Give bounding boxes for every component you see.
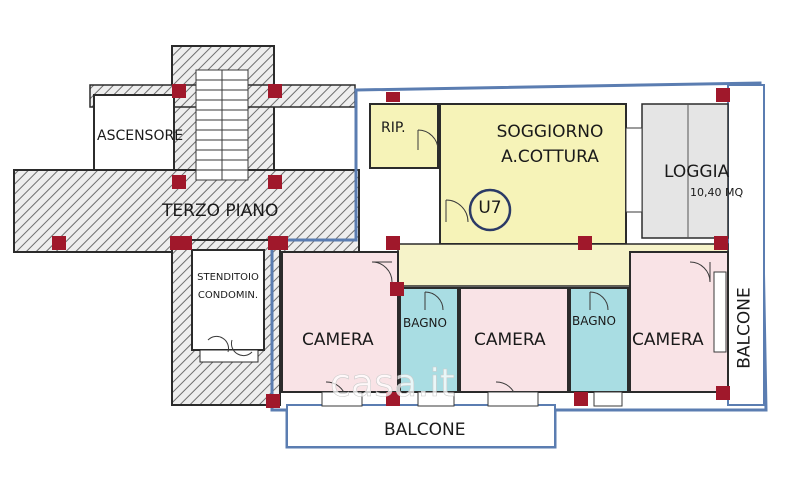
- camera-2-area: [459, 287, 569, 393]
- watermark-text: casa.it: [330, 361, 455, 405]
- camera-3-area: [629, 251, 729, 393]
- stair-treads: [195, 69, 249, 181]
- windows: [321, 127, 727, 407]
- label-camera-3: CAMERA: [632, 330, 704, 350]
- bagno-2-area: [569, 287, 629, 393]
- camera-1-area: [281, 251, 399, 393]
- label-camera-2: CAMERA: [474, 330, 546, 350]
- stenditoio-door: [199, 349, 259, 363]
- label-camera-1: CAMERA: [302, 330, 374, 350]
- label-unit: U7: [478, 198, 502, 218]
- label-cottura: A.COTTURA: [501, 147, 599, 167]
- bagno-1-area: [399, 287, 459, 393]
- label-balcone-right: BALCONE: [734, 287, 755, 369]
- label-loggia-area: 10,40 MQ: [690, 186, 744, 199]
- label-ascensore: ASCENSORE: [97, 128, 184, 144]
- label-terzo-piano: TERZO PIANO: [162, 201, 279, 221]
- label-balcone-bottom: BALCONE: [384, 420, 466, 440]
- label-loggia: LOGGIA: [664, 162, 730, 182]
- label-bagno-1: BAGNO: [403, 316, 447, 330]
- unit-circle: [468, 188, 512, 232]
- soggiorno-area: [439, 103, 627, 245]
- label-soggiorno: SOGGIORNO: [496, 122, 604, 142]
- label-rip: RIP.: [381, 120, 406, 136]
- ascensore-room: [93, 94, 175, 171]
- loggia-area: [641, 103, 729, 239]
- label-stenditoio: STENDITOIO: [197, 272, 259, 283]
- label-condomin: CONDOMIN.: [197, 290, 259, 301]
- common-area: [13, 45, 360, 406]
- rip-area: [369, 103, 439, 169]
- doors: [207, 129, 711, 399]
- pillars: [52, 84, 730, 408]
- label-bagno-2: BAGNO: [572, 314, 616, 328]
- balcone-bottom-area: [286, 404, 556, 448]
- balcone-right-area: [727, 84, 765, 406]
